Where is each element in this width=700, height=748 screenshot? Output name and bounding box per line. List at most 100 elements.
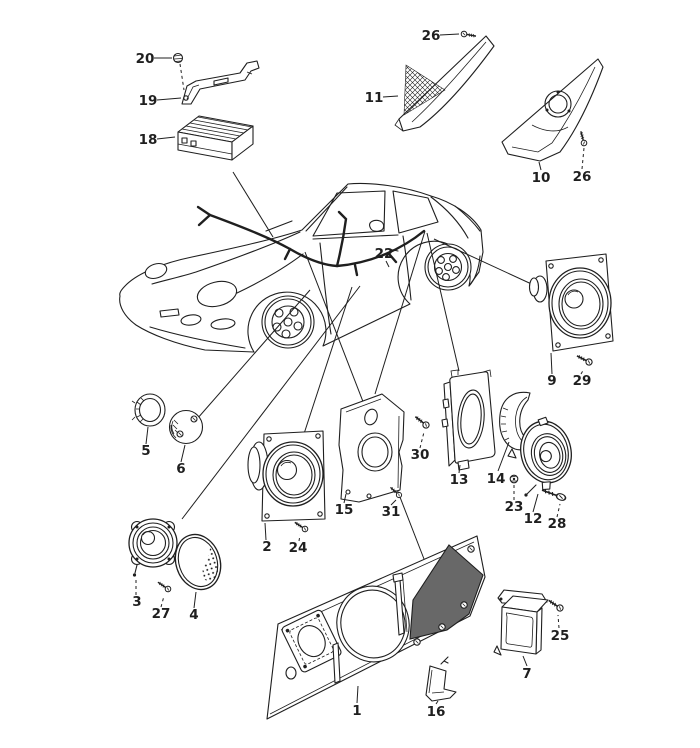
part-7-amplifier-graphic (493, 589, 549, 656)
callout-16: 16 (427, 704, 446, 720)
front-wheel (261, 295, 315, 349)
screw-30-icon (412, 413, 432, 431)
callout-31: 31 (382, 504, 401, 520)
window-sill-line (312, 234, 399, 240)
screw-27-icon (155, 579, 173, 594)
part-19-bracket-graphic (181, 60, 260, 105)
callout-leader-26 (439, 33, 460, 36)
bumper-crease (149, 326, 246, 349)
callout-13: 13 (450, 472, 469, 488)
callout-25: 25 (551, 628, 570, 644)
fog-lamp-left (180, 314, 202, 326)
callout-27: 27 (152, 606, 171, 622)
part-11-grille-panel-graphic (394, 35, 495, 132)
callout-15: 15 (335, 502, 354, 518)
callout-leader-31 (390, 499, 397, 506)
wiper-line (265, 220, 293, 232)
callout-4: 4 (189, 607, 198, 623)
callout-leader-27 (160, 595, 165, 608)
callout-20: 20 (136, 51, 155, 67)
rear-bumper-line (468, 255, 481, 287)
callout-1: 1 (352, 703, 361, 719)
side-mirror (369, 219, 385, 232)
callout-leader-2 (264, 522, 267, 541)
part-9-speaker-graphic (528, 253, 614, 352)
part-4-grille-graphic (174, 533, 222, 591)
car-illustration (119, 182, 484, 353)
callout-18: 18 (139, 132, 158, 148)
callout-26: 26 (573, 169, 592, 185)
nut-20-icon (172, 52, 185, 91)
callout-14: 14 (487, 471, 506, 487)
callout-11: 11 (365, 90, 384, 106)
callout-leader-28 (556, 503, 561, 518)
callout-leader-24 (298, 534, 301, 542)
screw-25-icon (546, 597, 566, 614)
callout-2: 2 (262, 539, 271, 555)
callout-leader-19 (156, 97, 182, 101)
part-12-speaker-graphic (520, 416, 572, 491)
callout-26: 26 (422, 28, 441, 44)
callout-leader-10 (538, 161, 542, 171)
callout-leader-26 (581, 147, 585, 170)
nut-23-icon (509, 474, 519, 484)
callout-leader-4 (193, 591, 197, 609)
quarter-window (392, 190, 439, 234)
screw-26-right-icon (577, 129, 589, 148)
hood-crease (151, 231, 301, 285)
callout-leader-25 (557, 614, 560, 629)
part-1-door-panel-graphic (266, 535, 486, 720)
callout-leader-1 (356, 685, 359, 704)
callout-3: 3 (132, 594, 141, 610)
headlight-far (144, 262, 168, 280)
callout-23: 23 (505, 499, 524, 515)
callout-leader-6 (180, 444, 186, 463)
callout-28: 28 (548, 516, 567, 532)
bumper-slot (159, 308, 180, 318)
speaker-12-stud (526, 484, 537, 495)
part-13-speaker-box-graphic (441, 369, 496, 471)
callout-leader-12 (532, 493, 539, 513)
headlight-near (196, 280, 238, 308)
speaker-12-stud-tip (524, 493, 528, 497)
screw-26-top-icon (460, 30, 478, 40)
callout-7: 7 (522, 666, 531, 682)
callout-leader-15 (343, 493, 347, 504)
rear-hatch-lines (430, 196, 481, 239)
callout-leader-11 (382, 95, 399, 98)
callout-leader-14 (497, 441, 510, 472)
callout-19: 19 (139, 93, 158, 109)
door-rear-seam (402, 235, 412, 301)
callout-leader-9 (550, 352, 553, 375)
callout-leader-29 (580, 368, 585, 375)
callout-24: 24 (289, 540, 308, 556)
screw-24-icon (292, 519, 310, 534)
fender-crease (236, 253, 304, 294)
a-pillar-line (305, 186, 348, 232)
part-10-speaker-panel-graphic (501, 58, 604, 162)
part-15-mount-panel-graphic (338, 393, 405, 503)
callout-leader-5 (145, 426, 149, 445)
callout-22: 22 (375, 246, 394, 262)
part-5-trim-ring-graphic (131, 393, 166, 427)
part-16-bracket-graphic (425, 656, 457, 702)
callout-29: 29 (573, 373, 592, 389)
panel-bracket-plate (281, 609, 342, 673)
callout-30: 30 (411, 447, 430, 463)
callout-leader-16 (435, 700, 439, 705)
screw-29-icon (574, 352, 594, 367)
callout-leader-18 (156, 136, 176, 140)
wiring-harness (196, 205, 426, 277)
callout-leader-13 (458, 464, 461, 474)
callout-9: 9 (547, 373, 556, 389)
part-6-tweeter-graphic (168, 409, 204, 445)
panel-shaded-flap (409, 544, 484, 640)
part-3-speaker-graphic (128, 518, 178, 577)
callout-leader-30 (419, 431, 425, 449)
fog-lamp-right (210, 318, 236, 330)
callout-12: 12 (524, 511, 543, 527)
callout-leader-7 (522, 655, 528, 667)
